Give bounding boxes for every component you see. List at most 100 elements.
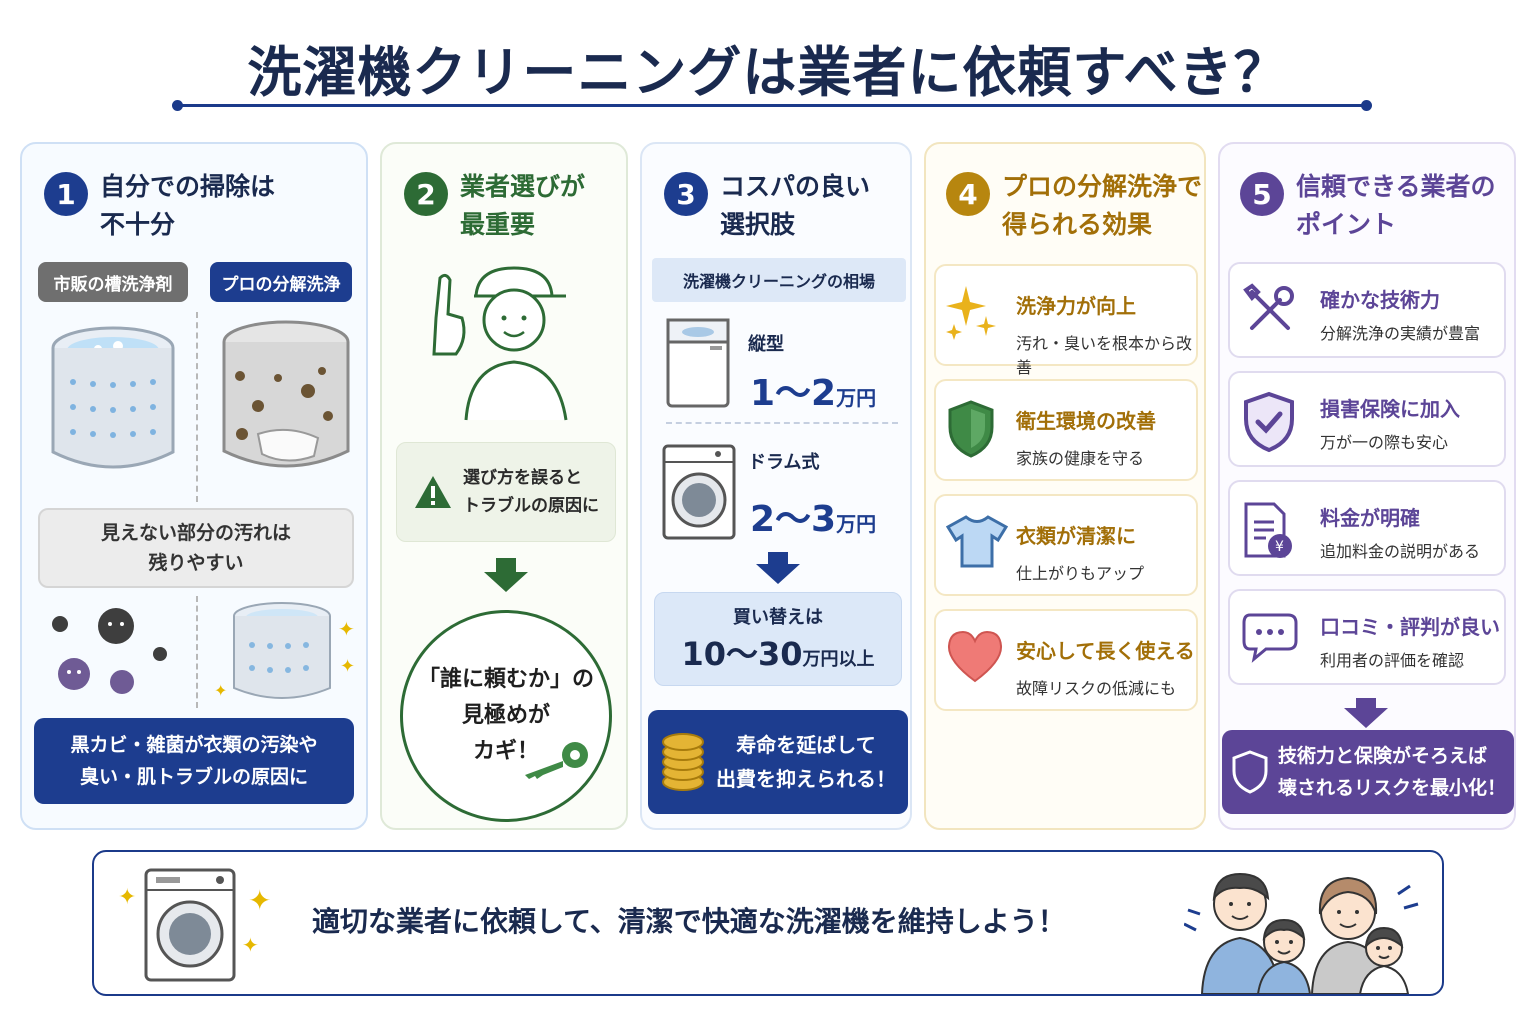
washing-machine-icon: ✦ ✦ ✦: [118, 868, 271, 982]
point-title: 口コミ・評判が良い: [1320, 615, 1500, 639]
key-message-circle: 「誰に頼むか」の 見極めが カギ！: [400, 610, 612, 822]
svg-text:✦: ✦: [340, 656, 355, 677]
title-underline: [172, 100, 1372, 111]
section-number: 4: [946, 172, 990, 216]
shield-outline-icon: [1232, 750, 1268, 794]
point-desc: 分解洗浄の実績が豊富: [1320, 324, 1481, 343]
benefit-text: 寿命を延ばして 出費を抑えられる！: [716, 733, 896, 791]
down-arrow-icon: [756, 552, 800, 584]
effect-title: 衛生環境の改善: [1016, 409, 1156, 433]
section-heading: プロの分解洗浄で 得られる効果: [1002, 172, 1203, 239]
page-title: 洗濯機クリーニングは業者に依頼すべき？: [247, 41, 1289, 104]
key-icon: [525, 742, 588, 779]
section-1: 1 自分での掃除は 不十分 市販の槽洗浄剤 プロの分解洗浄 見えない部分の汚れ: [20, 142, 368, 830]
vertical-price-unit: 万円: [836, 386, 877, 410]
point-desc: 万が一の際も安心: [1320, 433, 1449, 452]
section-heading: 信頼できる業者の ポイント: [1296, 172, 1496, 239]
point-title: 確かな技術力: [1320, 288, 1440, 312]
replacement-cost-box: 買い替えは 10～30万円以上: [654, 592, 902, 686]
drum-price: 2～3万円: [750, 490, 876, 542]
effect-desc: 汚れ・臭いを根本から改善: [1016, 334, 1193, 377]
shield-check-icon: [1242, 391, 1296, 457]
footer-text: 適切な業者に依頼して、清潔で快適な洗濯機を維持しよう！: [312, 905, 1066, 938]
invoice-icon: ¥: [1242, 500, 1294, 564]
market-price-label: 洗濯機クリーニングの相場: [652, 258, 906, 302]
clean-small-drum-icon: ✦✦✦: [214, 602, 355, 700]
sparkle-icon: [946, 284, 996, 344]
svg-text:✦: ✦: [118, 885, 136, 910]
svg-text:✦: ✦: [242, 933, 259, 957]
point-card: 口コミ・評判が良い利用者の評価を確認: [1228, 589, 1506, 685]
warning-box: 選び方を誤ると トラブルの原因に: [396, 442, 616, 542]
section-4: 4 プロの分解洗浄で 得られる効果 洗浄力が向上汚れ・臭いを根本から改善衛生環境…: [924, 142, 1206, 830]
clean-drum-icon: [51, 326, 175, 469]
effect-desc: 仕上がりもアップ: [1016, 564, 1145, 583]
section-number: 5: [1240, 172, 1284, 216]
benefit-box: 寿命を延ばして 出費を抑えられる！: [648, 710, 908, 814]
replacement-price: 10～30万円以上: [681, 629, 874, 675]
advisor-person-icon: [432, 266, 568, 421]
replacement-price-value: 10～30: [681, 635, 803, 673]
note-box: 見えない部分の汚れは 残りやすい: [38, 508, 354, 588]
point-title: 損害保険に加入: [1320, 397, 1460, 421]
effect-title: 安心して長く使える: [1016, 639, 1195, 663]
effect-title: 衣類が清潔に: [1016, 524, 1136, 548]
label-pro-cleaning: プロの分解洗浄: [210, 262, 352, 302]
point-card: 損害保険に加入万が一の際も安心: [1228, 371, 1506, 467]
drum-price-unit: 万円: [836, 512, 877, 536]
section-3: 3 コスパの良い 選択肢 洗濯機クリーニングの相場 縦型 1～2万円 ドラム式 …: [640, 142, 912, 830]
section-number: 2: [404, 172, 448, 216]
section-number: 3: [664, 172, 708, 216]
down-arrow-icon: [484, 558, 528, 592]
summary-box: 技術力と保険がそろえば 壊されるリスクを最小化！: [1222, 730, 1514, 814]
footer-banner: ✦ ✦ ✦ 適切な業者に依頼して、清潔で快適な洗濯機を維持しよう！: [92, 850, 1444, 996]
warning-text: 選び方を誤ると トラブルの原因に: [463, 468, 599, 516]
vertical-type-label: 縦型: [748, 334, 784, 355]
coins-icon: [662, 733, 704, 791]
replacement-price-unit: 万円以上: [802, 649, 875, 670]
top-load-washer-icon: [666, 318, 730, 408]
replacement-label: 買い替えは: [733, 607, 823, 628]
point-card: 確かな技術力分解洗浄の実績が豊富: [1228, 262, 1506, 358]
drum-type-label: ドラム式: [748, 452, 820, 473]
section-number: 1: [44, 172, 88, 216]
vertical-price: 1～2万円: [750, 364, 876, 416]
summary-text: 技術力と保険がそろえば 壊されるリスクを最小化！: [1277, 745, 1506, 799]
section-heading: 業者選びが 最重要: [460, 172, 586, 239]
vertical-price-value: 1～2: [750, 373, 837, 414]
effect-desc: 故障リスクの低減にも: [1016, 679, 1177, 698]
down-arrow-icon: [1344, 698, 1388, 728]
label-commercial-cleaner: 市販の槽洗浄剤: [38, 262, 188, 302]
warning-box: 黒カビ・雑菌が衣類の汚染や 臭い・肌トラブルの原因に: [34, 718, 354, 804]
svg-text:✦: ✦: [248, 884, 271, 917]
drum-price-value: 2～3: [750, 499, 837, 540]
chat-icon: [1242, 609, 1304, 667]
drum-washer-icon: [662, 444, 736, 540]
section-heading: コスパの良い 選択肢: [720, 172, 871, 239]
tools-icon: [1242, 282, 1298, 342]
section-2: 2 業者選びが 最重要 選び方を誤ると トラブルの原因に 「誰に頼むか」の 見極…: [380, 142, 628, 830]
germ-icon: [52, 608, 167, 694]
effect-card: 衣類が清潔に仕上がりもアップ: [934, 494, 1198, 596]
heart-icon: [946, 629, 1004, 687]
warning-triangle-icon: [415, 476, 451, 508]
effect-card: 安心して長く使える故障リスクの低減にも: [934, 609, 1198, 711]
shirt-icon: [945, 514, 1009, 572]
effect-card: 衛生環境の改善家族の健康を守る: [934, 379, 1198, 481]
point-title: 料金が明確: [1320, 506, 1420, 530]
section-heading: 自分での掃除は 不十分: [100, 172, 276, 239]
effect-title: 洗浄力が向上: [1016, 294, 1136, 318]
shield-icon: [946, 399, 996, 463]
dirty-drum-icon: [222, 320, 350, 468]
effect-desc: 家族の健康を守る: [1016, 449, 1145, 468]
point-desc: 追加料金の説明がある: [1320, 542, 1481, 561]
section-5: 5 信頼できる業者の ポイント 確かな技術力分解洗浄の実績が豊富損害保険に加入万…: [1218, 142, 1516, 830]
family-illustration: [1184, 872, 1419, 994]
svg-text:¥: ¥: [1275, 539, 1284, 555]
effect-card: 洗浄力が向上汚れ・臭いを根本から改善: [934, 264, 1198, 377]
key-message-text: 「誰に頼むか」の 見極めが カギ！: [417, 667, 594, 764]
point-card: ¥ 料金が明確追加料金の説明がある: [1228, 480, 1506, 576]
svg-text:✦: ✦: [338, 617, 355, 641]
point-desc: 利用者の評価を確認: [1320, 651, 1465, 670]
